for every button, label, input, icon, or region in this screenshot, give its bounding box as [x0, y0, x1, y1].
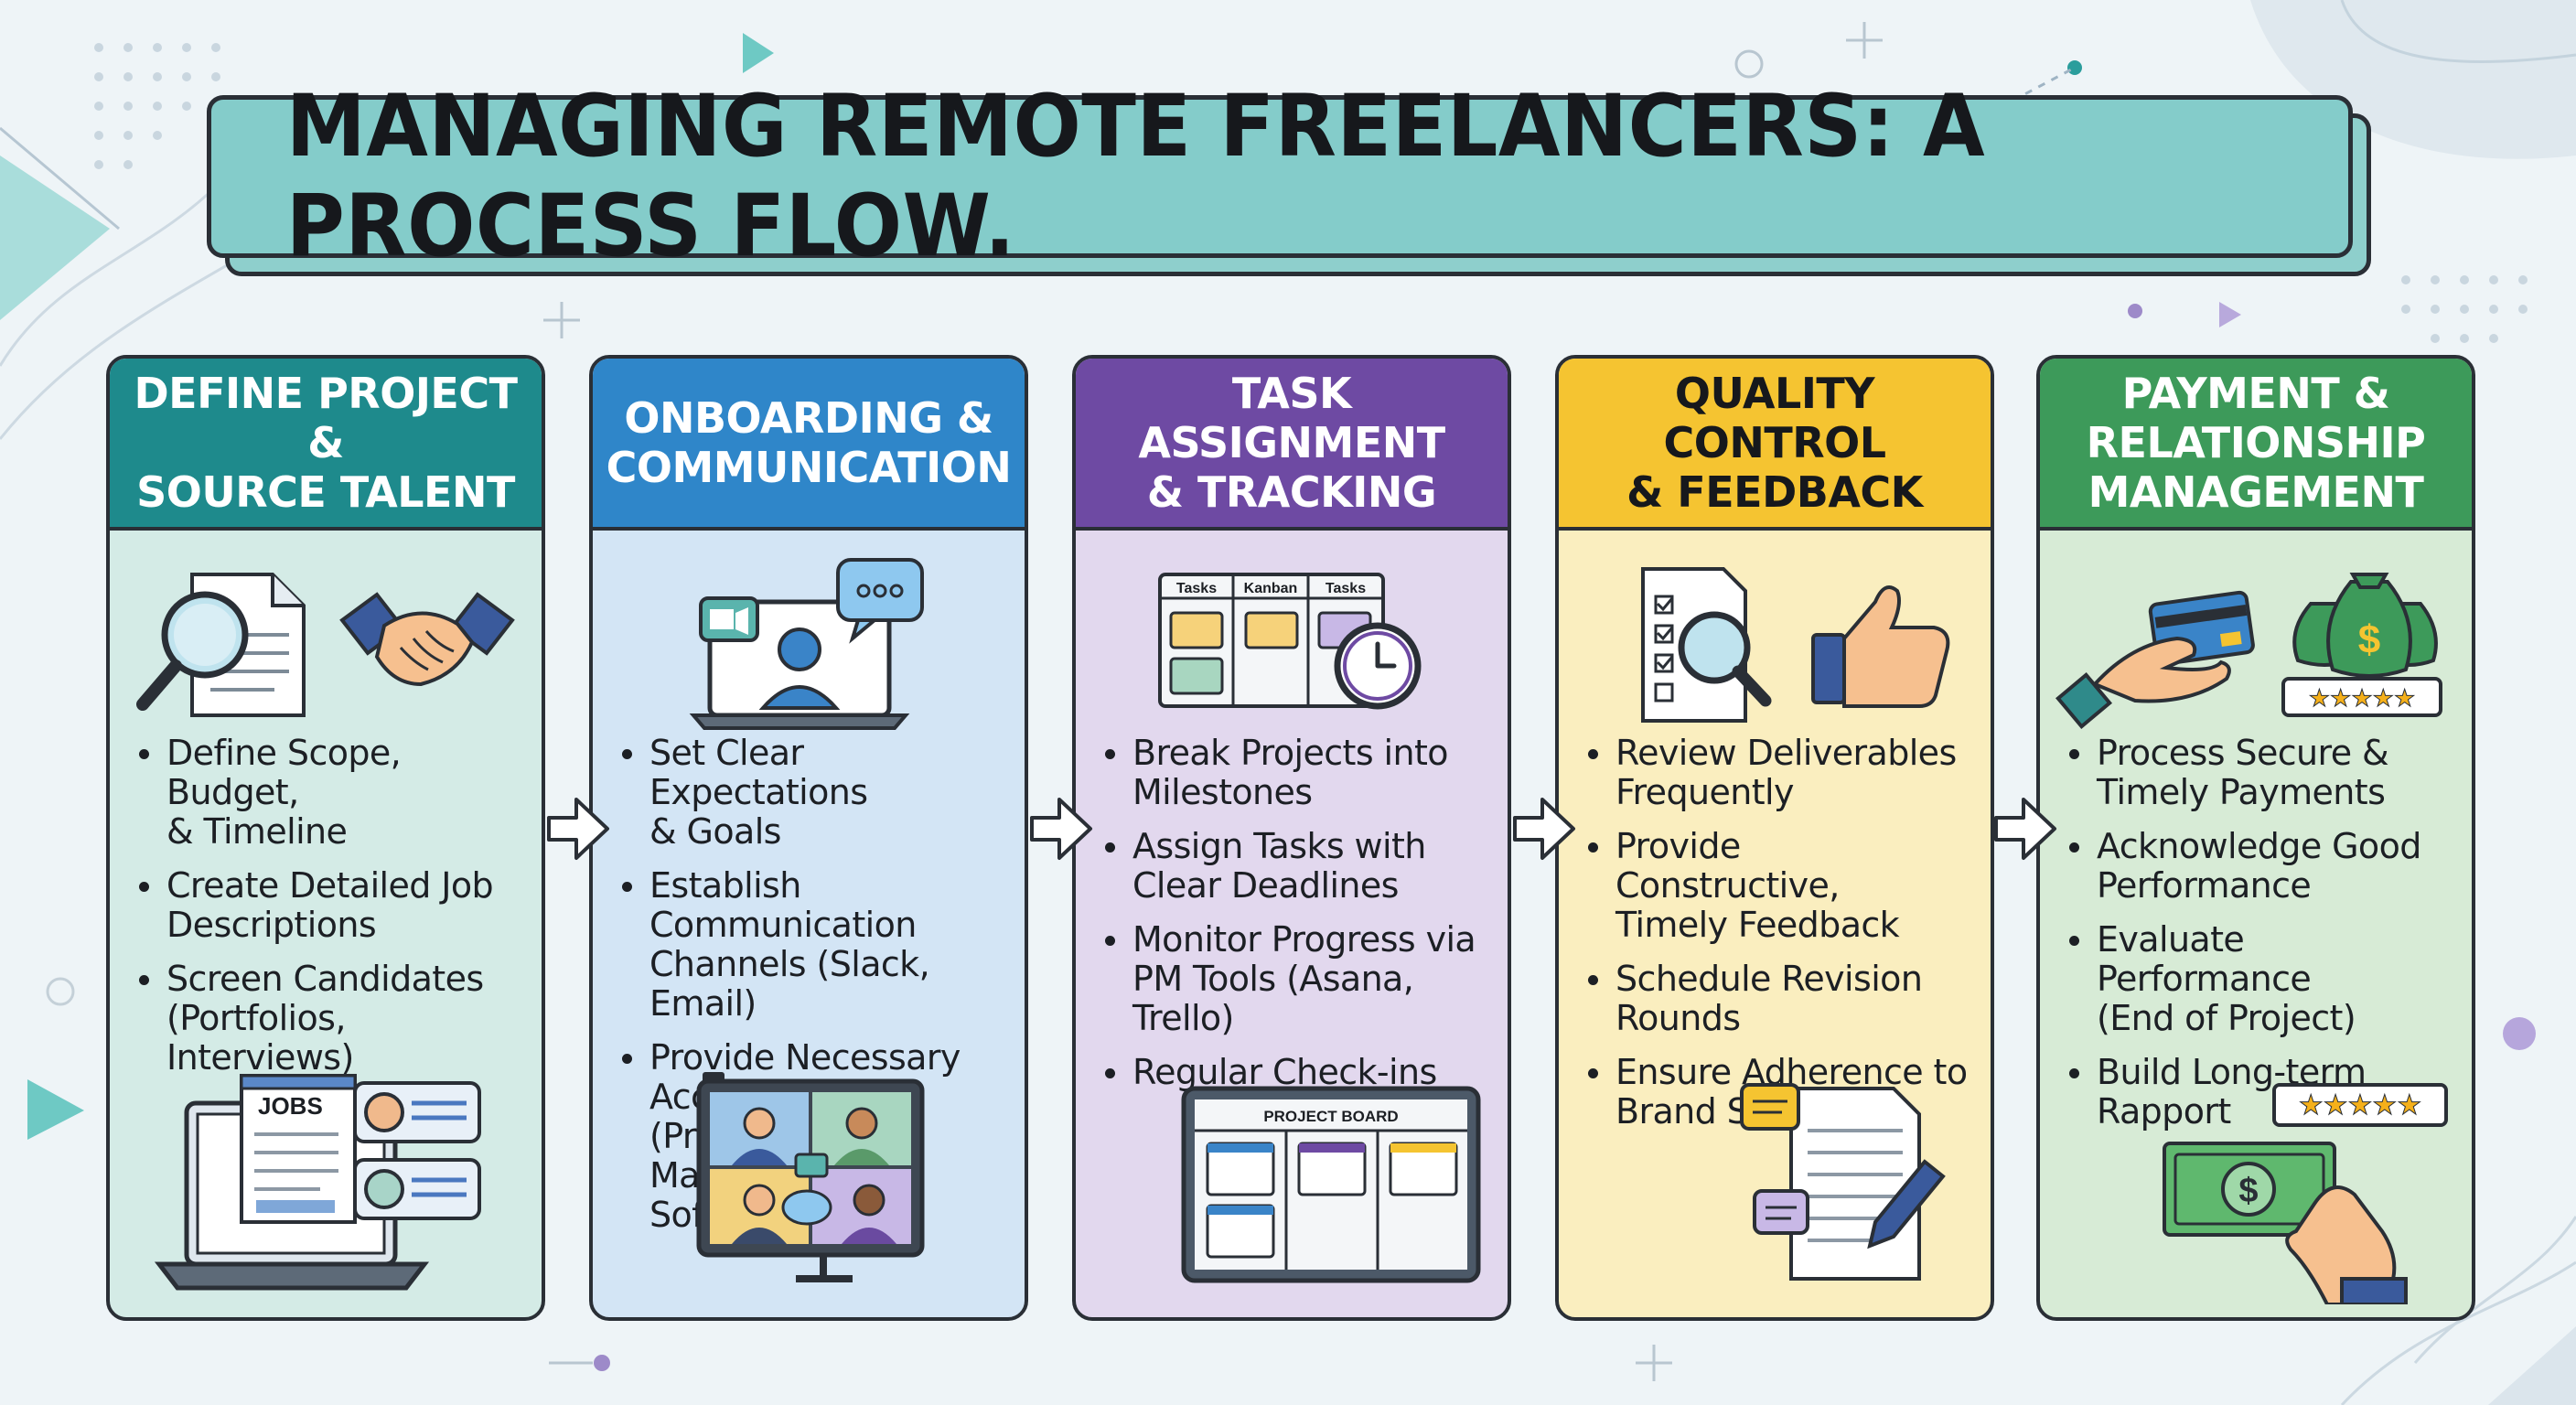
stage-bullets: Process Secure & Timely Payments Acknowl…: [2066, 734, 2455, 1146]
stage-bottom-illustration: [1740, 1083, 1946, 1281]
bullet-item: Regular Check-ins: [1101, 1053, 1491, 1092]
bullet-item: Create Detailed Job Descriptions: [135, 866, 525, 945]
stage-heading-box: ONBOARDING & COMMUNICATION: [593, 359, 1025, 531]
stage-heading-box: DEFINE PROJECT & SOURCE TALENT: [110, 359, 542, 531]
laptop-jobs-icon: JOBS: [154, 1074, 481, 1291]
stage-heading: ONBOARDING & COMMUNICATION: [606, 393, 1012, 492]
bullet-item: Review Deliverables Frequently: [1584, 734, 1974, 812]
cash-payment-rating-icon: ★★★★★ $: [2163, 1083, 2448, 1304]
svg-text:$: $: [2358, 617, 2380, 662]
svg-text:★★★★★: ★★★★★: [2299, 1089, 2421, 1121]
stage-heading: DEFINE PROJECT & SOURCE TALENT: [134, 369, 519, 517]
stage-onboarding: ONBOARDING & COMMUNICATION Set Clear: [589, 355, 1028, 1321]
stage-bullets: Define Scope, Budget, & Timeline Create …: [135, 734, 525, 1092]
stage-top-illustration: [136, 573, 515, 717]
document-pen-comments-icon: [1740, 1083, 1946, 1281]
bullet-item: Acknowledge Good Performance: [2066, 827, 2455, 906]
bullet-item: Screen Candidates (Portfolios, Interview…: [135, 960, 525, 1078]
bullet-item: Assign Tasks with Clear Deadlines: [1101, 827, 1491, 906]
bullet-item: Set Clear Expectations & Goals: [618, 734, 1008, 852]
stage-top-illustration: [1641, 567, 1950, 723]
flow-arrow-icon: [547, 798, 609, 860]
stage-heading: TASK ASSIGNMENT & TRACKING: [1138, 369, 1445, 517]
stage-top-illustration: Tasks Kanban Tasks: [1158, 573, 1422, 710]
stage-bullets: Break Projects into Milestones Assign Ta…: [1101, 734, 1491, 1107]
jobs-label: JOBS: [258, 1092, 323, 1120]
kanban-label: Tasks: [1326, 581, 1366, 596]
stage-bottom-illustration: PROJECT BOARD: [1181, 1086, 1481, 1283]
stage-bullets: Review Deliverables Frequently Provide C…: [1584, 734, 1974, 1146]
bullet-item: Define Scope, Budget, & Timeline: [135, 734, 525, 852]
bullet-item: Break Projects into Milestones: [1101, 734, 1491, 812]
stage-body: Set Clear Expectations & Goals Establish…: [593, 531, 1025, 1317]
stage-define-project: DEFINE PROJECT & SOURCE TALENT Define Sc…: [106, 355, 545, 1321]
bullet-item: Schedule Revision Rounds: [1584, 960, 1974, 1038]
stage-bottom-illustration: JOBS: [154, 1074, 481, 1291]
thumbs-up-icon: [1811, 585, 1950, 708]
video-call-laptop-icon: [689, 596, 910, 730]
stage-body: $ ★★★★★ Process Secure & Timely Payments…: [2040, 531, 2472, 1317]
bullet-item: Evaluate Performance (End of Project): [2066, 920, 2455, 1038]
title-banner-box: MANAGING REMOTE FREELANCERS: A PROCESS F…: [207, 77, 2353, 276]
page-title: MANAGING REMOTE FREELANCERS: A PROCESS F…: [285, 77, 1986, 276]
stage-heading: PAYMENT & RELATIONSHIP MANAGEMENT: [2086, 369, 2426, 517]
project-board-icon: PROJECT BOARD: [1181, 1086, 1481, 1283]
stage-heading-box: TASK ASSIGNMENT & TRACKING: [1076, 359, 1508, 531]
flow-arrow-icon: [1513, 798, 1575, 860]
stage-body: Tasks Kanban Tasks Break Projects into M…: [1076, 531, 1508, 1317]
kanban-label: Kanban: [1244, 581, 1298, 596]
stage-payment-relationship: PAYMENT & RELATIONSHIP MANAGEMENT $ ★★★★…: [2036, 355, 2475, 1321]
money-bags-rating-icon: $ ★★★★★: [2281, 573, 2442, 717]
stage-body: Review Deliverables Frequently Provide C…: [1559, 531, 1991, 1317]
project-board-label: PROJECT BOARD: [1263, 1108, 1398, 1125]
bullet-item: Process Secure & Timely Payments: [2066, 734, 2455, 812]
stage-heading-box: QUALITY CONTROL & FEEDBACK: [1559, 359, 1991, 531]
stage-top-illustration: $ ★★★★★: [2055, 573, 2442, 729]
stage-heading: QUALITY CONTROL & FEEDBACK: [1626, 369, 1923, 517]
bullet-item: Monitor Progress via PM Tools (Asana, Tr…: [1101, 920, 1491, 1038]
stage-heading-box: PAYMENT & RELATIONSHIP MANAGEMENT: [2040, 359, 2472, 531]
flow-arrow-icon: [1030, 798, 1092, 860]
credit-card-hand-icon: [2055, 590, 2255, 729]
stage-body: Define Scope, Budget, & Timeline Create …: [110, 531, 542, 1317]
stage-quality-control: QUALITY CONTROL & FEEDBACK Review Delive…: [1555, 355, 1994, 1321]
svg-text:★★★★★: ★★★★★: [2309, 685, 2416, 713]
chat-bubble-icon: [836, 558, 924, 644]
video-conference-monitor-icon: [696, 1072, 925, 1282]
bullet-item: Establish Communication Channels (Slack,…: [618, 866, 1008, 1024]
flow-arrow-icon: [1994, 798, 2056, 860]
stage-top-illustration: [689, 558, 924, 730]
bullet-item: Provide Constructive, Timely Feedback: [1584, 827, 1974, 945]
svg-text:$: $: [2238, 1172, 2258, 1210]
stage-task-assignment: TASK ASSIGNMENT & TRACKING Tasks Kanban …: [1072, 355, 1511, 1321]
clock-icon: [1334, 622, 1422, 710]
magnifier-document-icon: [136, 573, 306, 717]
stage-bottom-illustration: [696, 1072, 925, 1282]
checklist-magnifier-icon: [1641, 567, 1772, 723]
stage-bottom-illustration: ★★★★★ $: [2163, 1083, 2448, 1304]
kanban-label: Tasks: [1176, 581, 1217, 596]
title-banner: MANAGING REMOTE FREELANCERS: A PROCESS F…: [207, 77, 2371, 276]
handshake-icon: [339, 592, 515, 687]
